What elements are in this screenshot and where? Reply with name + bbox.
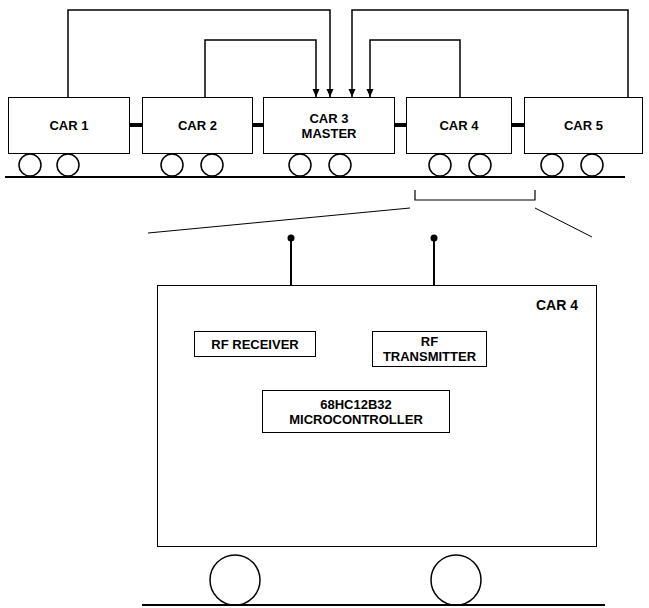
box-label: CAR 5 — [564, 118, 603, 133]
receiver-box: RF RECEIVER — [194, 331, 316, 357]
box-label: RF TRANSMITTER — [373, 334, 486, 364]
coupling — [253, 123, 263, 127]
wheel — [57, 154, 79, 176]
wheel — [581, 154, 603, 176]
rail-car: CAR 2 — [142, 97, 253, 154]
wheel — [469, 154, 491, 176]
antenna-tip — [431, 235, 438, 242]
master-car: CAR 3 MASTER — [263, 97, 395, 154]
wheel — [289, 154, 311, 176]
track — [5, 176, 625, 178]
box-label: CAR 3 MASTER — [297, 111, 361, 141]
wheel — [329, 154, 351, 176]
zoom-line — [148, 208, 410, 233]
box-label: CAR 4 — [439, 118, 478, 133]
microcontroller-box: 68HC12B32 MICROCONTROLLER — [262, 390, 450, 433]
car-detail: CAR 4 RF RECEIVER RF TRANSMITTER 68HC12B32 … — [157, 285, 597, 547]
rail-car: CAR 4 — [406, 97, 512, 154]
box-label: 68HC12B32 MICROCONTROLLER — [281, 397, 431, 427]
wheel — [210, 555, 260, 605]
wheel — [431, 555, 481, 605]
coupling — [130, 123, 142, 127]
zoom-bracket — [415, 190, 535, 200]
track — [142, 604, 605, 606]
rail-car: CAR 5 — [524, 97, 643, 154]
coupling — [395, 123, 406, 127]
wheels — [19, 154, 603, 605]
signal-link — [205, 40, 316, 97]
wheel — [541, 154, 563, 176]
wheel — [201, 154, 223, 176]
zoom-line — [535, 208, 592, 237]
signal-link — [352, 10, 628, 97]
transmitter-box: RF TRANSMITTER — [372, 331, 487, 367]
wheel — [19, 154, 41, 176]
wheel — [429, 154, 451, 176]
box-label: CAR 1 — [49, 118, 88, 133]
signal-link — [370, 40, 460, 97]
signal-link — [68, 10, 330, 97]
box-heading: CAR 4 — [536, 298, 578, 313]
rail-car: CAR 1 — [8, 97, 130, 154]
wheel — [161, 154, 183, 176]
box-label: CAR 2 — [178, 118, 217, 133]
antenna-tip — [288, 235, 295, 242]
box-label: RF RECEIVER — [211, 337, 298, 352]
coupling — [512, 123, 524, 127]
